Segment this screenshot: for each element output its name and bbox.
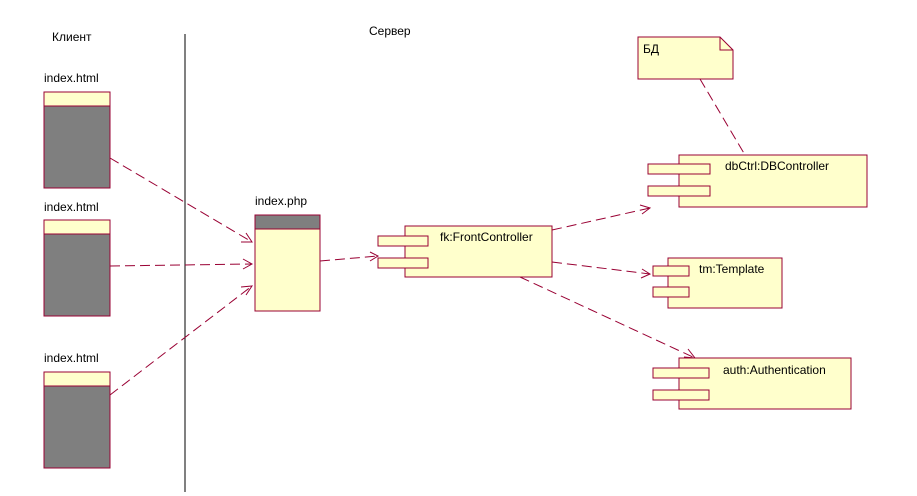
server-page-body [254, 228, 321, 312]
client-page-2-header [43, 219, 111, 235]
front-controller-component[interactable]: fk:FrontController [377, 225, 553, 278]
arrowhead-client-1 [241, 232, 253, 243]
template-body [667, 257, 783, 309]
db-controller-component[interactable]: dbCtrl:DBController [647, 154, 868, 208]
dependency-php-to-frontcontroller [319, 255, 379, 262]
arrowhead-to-dbcontroller [639, 204, 652, 215]
arrowhead-client-2 [242, 258, 254, 270]
client-page-3[interactable]: index.html [43, 351, 111, 469]
dependency-to-authentication [519, 276, 696, 359]
client-page-1[interactable]: index.html [43, 71, 111, 189]
db-controller-port-top [647, 163, 711, 175]
dependency-client-2 [109, 263, 253, 267]
server-page-label: index.php [255, 194, 307, 208]
client-page-3-body [43, 385, 111, 469]
db-controller-port-bottom [647, 185, 711, 197]
db-note-shape [637, 36, 734, 80]
server-page[interactable]: index.php [254, 194, 321, 312]
server-lane-label: Сервер [369, 24, 411, 38]
front-controller-port-top [377, 235, 429, 247]
front-controller-body [404, 225, 553, 278]
template-component[interactable]: tm:Template [652, 257, 783, 309]
dependency-to-dbcontroller [551, 207, 651, 231]
authentication-port-bottom [652, 389, 710, 401]
client-page-1-body [43, 105, 111, 189]
arrowhead-client-3 [240, 285, 253, 296]
template-port-bottom [652, 286, 690, 298]
client-page-2-label: index.html [44, 200, 99, 214]
client-page-3-header [43, 371, 111, 387]
arrowhead-to-template [640, 268, 652, 279]
client-page-2-body [43, 233, 111, 317]
front-controller-port-bottom [377, 257, 429, 269]
db-note-link [699, 78, 746, 156]
client-lane-label: Клиент [52, 30, 92, 44]
template-port-top [652, 265, 690, 277]
dependency-client-3 [109, 285, 253, 396]
authentication-component[interactable]: auth:Authentication [652, 357, 852, 410]
dependency-to-template [551, 261, 651, 275]
authentication-label: auth:Authentication [723, 363, 826, 377]
client-page-1-label: index.html [44, 71, 99, 85]
client-page-3-label: index.html [44, 351, 99, 365]
dependency-client-1 [109, 157, 253, 243]
client-to-server-dependencies [109, 157, 254, 396]
arrowhead-php-to-frontcontroller [369, 251, 380, 262]
db-note-fold [719, 37, 733, 51]
server-page-header [254, 214, 321, 230]
client-page-1-header [43, 91, 111, 107]
db-controller-label: dbCtrl:DBController [725, 159, 829, 173]
client-page-2[interactable]: index.html [43, 200, 111, 317]
db-note-label: БД [643, 42, 659, 56]
authentication-port-top [652, 367, 710, 379]
front-controller-label: fk:FrontController [440, 230, 533, 244]
template-label: tm:Template [699, 262, 765, 276]
db-note[interactable]: БД [637, 36, 734, 80]
